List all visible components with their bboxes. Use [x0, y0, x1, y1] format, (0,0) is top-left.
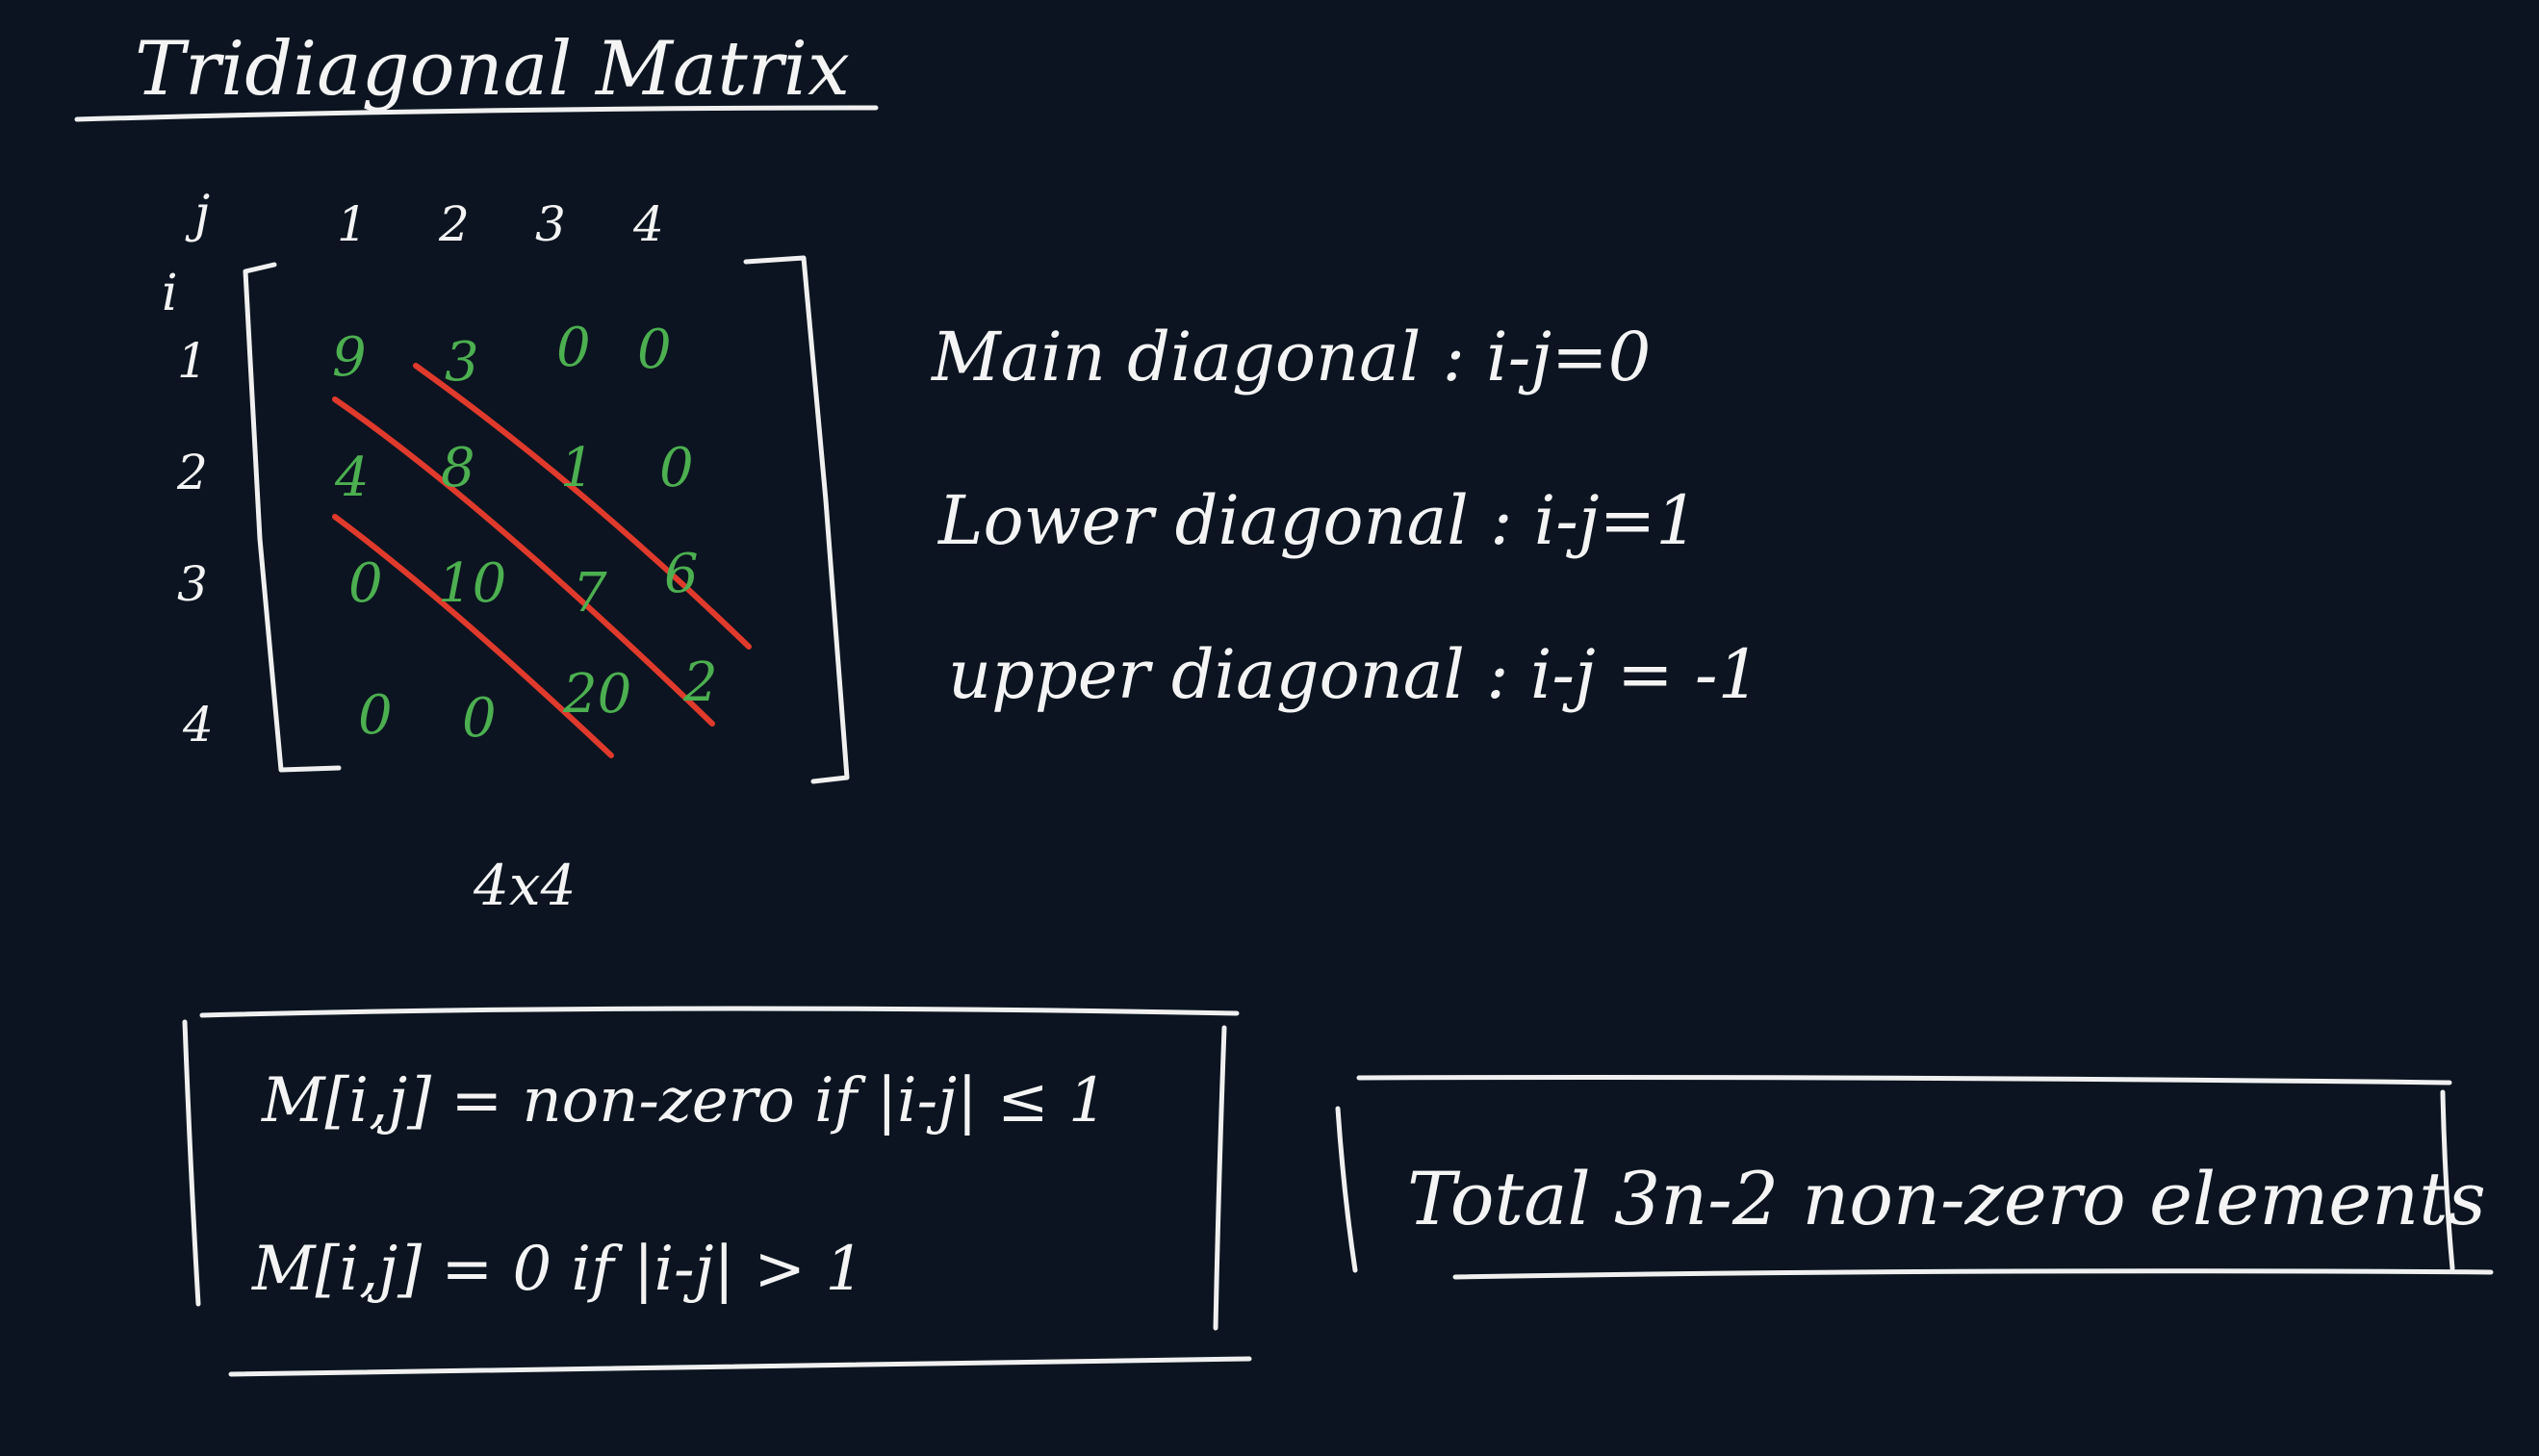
lower-diagonal-line — [332, 514, 614, 758]
row-index-3: 3 — [177, 556, 208, 612]
conditions-box-top — [199, 1006, 1240, 1018]
matrix-cell-3-4: 6 — [664, 543, 699, 605]
matrix-cell-1-2: 3 — [445, 331, 479, 394]
conditions-box-right — [1213, 1025, 1227, 1331]
nonzero-condition: M[i,j] = non-zero if |i-j| ≤ 1 — [261, 1065, 1108, 1137]
conditions-box-bottom — [228, 1356, 1252, 1377]
zero-condition: M[i,j] = 0 if |i-j| > 1 — [251, 1234, 864, 1305]
row-index-4: 4 — [182, 697, 214, 753]
upper-diagonal-label: upper diagonal : i-j = -1 — [948, 635, 1760, 714]
row-index-1: 1 — [177, 333, 208, 389]
matrix-cell-2-3: 1 — [560, 437, 595, 499]
matrix-cell-2-1: 4 — [334, 447, 370, 509]
matrix-right-bracket — [743, 255, 850, 784]
column-index-2: 2 — [438, 196, 470, 252]
matrix-left-bracket — [243, 262, 342, 773]
matrix-cell-1-1: 9 — [332, 326, 367, 389]
column-index-4: 4 — [632, 196, 664, 252]
column-index-1: 1 — [337, 196, 368, 252]
conditions-box-left — [182, 1019, 201, 1307]
matrix-cell-1-3: 0 — [556, 317, 591, 379]
total-box-left — [1335, 1106, 1358, 1273]
matrix-cell-4-1: 0 — [358, 684, 393, 747]
matrix-cell-1-4: 0 — [637, 319, 672, 381]
matrix-cell-2-4: 0 — [659, 437, 694, 499]
row-index-2: 2 — [176, 445, 208, 500]
matrix-cell-2-2: 8 — [441, 437, 475, 499]
total-box-top — [1356, 1075, 2452, 1086]
matrix-cell-3-2: 10 — [438, 552, 506, 615]
page-title: Tridiagonal Matrix — [135, 26, 850, 113]
column-index-3: 3 — [535, 196, 566, 252]
matrix-cell-4-4: 2 — [682, 651, 718, 714]
title-underline — [74, 105, 879, 122]
row-axis-label: i — [162, 265, 178, 322]
main-diagonal-label: Main diagonal : i-j=0 — [930, 318, 1651, 396]
matrix-cell-3-1: 0 — [348, 552, 383, 615]
matrix-size-label: 4x4 — [473, 853, 577, 918]
matrix-cell-4-2: 0 — [462, 687, 497, 750]
main-diagonal-line — [332, 396, 715, 727]
matrix-cell-3-3: 7 — [573, 562, 607, 625]
total-box-right — [2440, 1089, 2455, 1271]
lower-diagonal-label: Lower diagonal : i-j=1 — [936, 481, 1699, 560]
upper-diagonal-line — [413, 363, 752, 650]
column-axis-label: j — [185, 186, 210, 243]
matrix-cell-4-3: 20 — [562, 663, 631, 726]
total-box-bottom — [1452, 1268, 2494, 1280]
total-elements-note: Total 3n-2 non-zero elements — [1407, 1156, 2486, 1241]
